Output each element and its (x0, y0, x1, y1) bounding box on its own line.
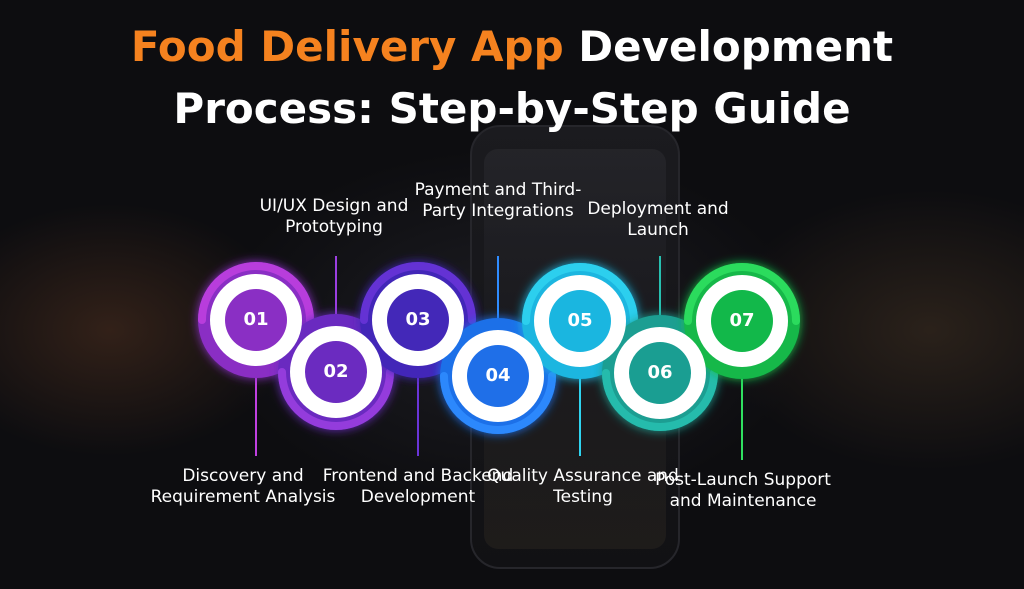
title-line-2: Process: Step-by-Step Guide (173, 84, 851, 133)
step-disc-01 (225, 289, 287, 351)
step-arc-05 (522, 263, 638, 325)
title-line-1: Food Delivery App Development (0, 22, 1024, 72)
step-disc-06 (629, 342, 691, 404)
step-arc-06 (602, 369, 718, 431)
step-label-04: Payment and Third-Party Integrations (414, 180, 582, 221)
step-disc-03 (387, 289, 449, 351)
step-number-01: 01 (243, 309, 269, 330)
step-disc-05 (549, 290, 611, 352)
step-number-05: 05 (567, 310, 593, 331)
title-highlight: Food Delivery App (130, 22, 564, 71)
step-arc-07 (684, 263, 800, 325)
title-line-1-rest: Development (563, 22, 894, 71)
step-arc-02 (278, 368, 394, 430)
step-disc-02 (305, 341, 367, 403)
step-arc-01 (198, 262, 314, 324)
step-label-03: Frontend and Backend Development (322, 466, 514, 507)
step-arc-04 (440, 372, 556, 434)
step-label-06: Deployment and Launch (587, 199, 729, 240)
step-number-04: 04 (485, 365, 511, 386)
step-arc-03 (360, 262, 476, 324)
step-number-06: 06 (647, 362, 673, 383)
step-number-07: 07 (729, 310, 755, 331)
step-disc-04 (467, 345, 529, 407)
step-label-01: Discovery and Requirement Analysis (150, 466, 336, 507)
step-label-05: Quality Assurance and Testing (487, 466, 679, 507)
step-number-03: 03 (405, 309, 431, 330)
step-label-07: Post-Launch Support and Maintenance (655, 470, 831, 511)
step-disc-07 (711, 290, 773, 352)
step-number-02: 02 (323, 361, 349, 382)
step-label-02: UI/UX Design and Prototyping (259, 196, 409, 237)
